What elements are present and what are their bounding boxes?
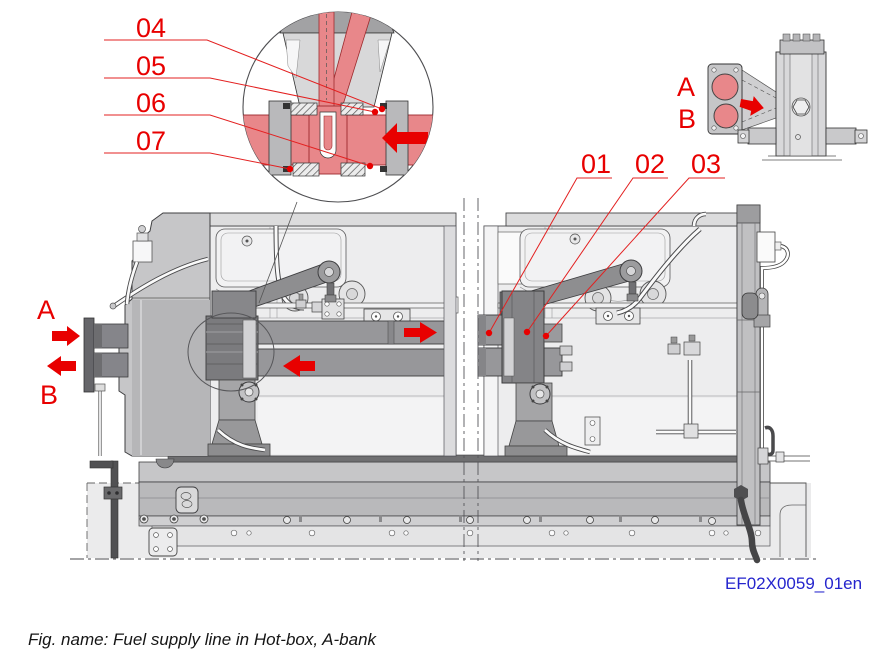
cable-gland <box>734 485 748 501</box>
detail-reference-circle <box>187 312 275 392</box>
port-a <box>711 73 739 101</box>
control-shaft <box>239 302 457 309</box>
drawing-code: EF02X0059_01en <box>725 574 862 593</box>
callout-label-04: 04 <box>136 13 166 43</box>
port-label-iso-a: A <box>677 72 695 102</box>
callout-label-06: 06 <box>136 88 166 118</box>
detail-callouts: 04 05 06 07 <box>104 13 386 173</box>
callout-label-01: 01 <box>581 149 611 179</box>
detail-view <box>242 11 434 203</box>
callout-label-05: 05 <box>136 51 166 81</box>
lifting-cutout <box>155 458 175 469</box>
engine-left-section <box>83 212 459 457</box>
turning-lever <box>89 460 123 559</box>
figure-caption: Fig. name: Fuel supply line in Hot-box, … <box>28 630 378 649</box>
port-b <box>713 103 739 129</box>
engine-right-column <box>734 204 810 564</box>
fuel-leak-piping <box>584 334 736 446</box>
engine-right-section <box>477 204 810 564</box>
cable <box>737 496 761 564</box>
flow-arrow-inlet-a-icon <box>52 326 80 346</box>
port-label-side-a: A <box>37 295 55 325</box>
flow-arrow-iso-icon <box>739 96 764 116</box>
base-bolts <box>139 514 716 525</box>
section-centerlines <box>463 198 479 561</box>
fuel-flow-arrows <box>47 322 437 377</box>
external-pipe-flange <box>83 317 129 393</box>
flow-arrow-supply-right-icon <box>404 322 437 343</box>
hotbox-top-rail <box>204 212 457 227</box>
flow-arrow-detail-icon <box>382 123 428 153</box>
fuel-channel-vertical <box>318 12 335 111</box>
base-plate <box>148 527 178 557</box>
injection-pump-left <box>205 290 271 457</box>
iso-port-view: A B <box>677 33 868 161</box>
flow-arrow-outlet-b-icon <box>47 356 76 376</box>
base-frame <box>138 454 771 557</box>
detail-pointer-line <box>258 201 298 304</box>
lifting-lug <box>175 486 199 514</box>
skirt-holes <box>148 529 762 537</box>
base-ticks <box>299 515 702 522</box>
callout-label-03: 03 <box>691 149 721 179</box>
injection-pump-right <box>477 290 573 457</box>
callout-label-07: 07 <box>136 126 166 156</box>
section-end-strip <box>443 225 457 457</box>
fuel-return-pipe <box>245 348 452 377</box>
port-label-iso-b: B <box>678 104 696 134</box>
callout-label-02: 02 <box>635 149 665 179</box>
port-label-side-b: B <box>40 380 58 410</box>
pump-callouts: 01 02 03 <box>485 149 725 340</box>
flow-arrow-return-left-icon <box>283 355 315 377</box>
hook <box>764 425 775 457</box>
